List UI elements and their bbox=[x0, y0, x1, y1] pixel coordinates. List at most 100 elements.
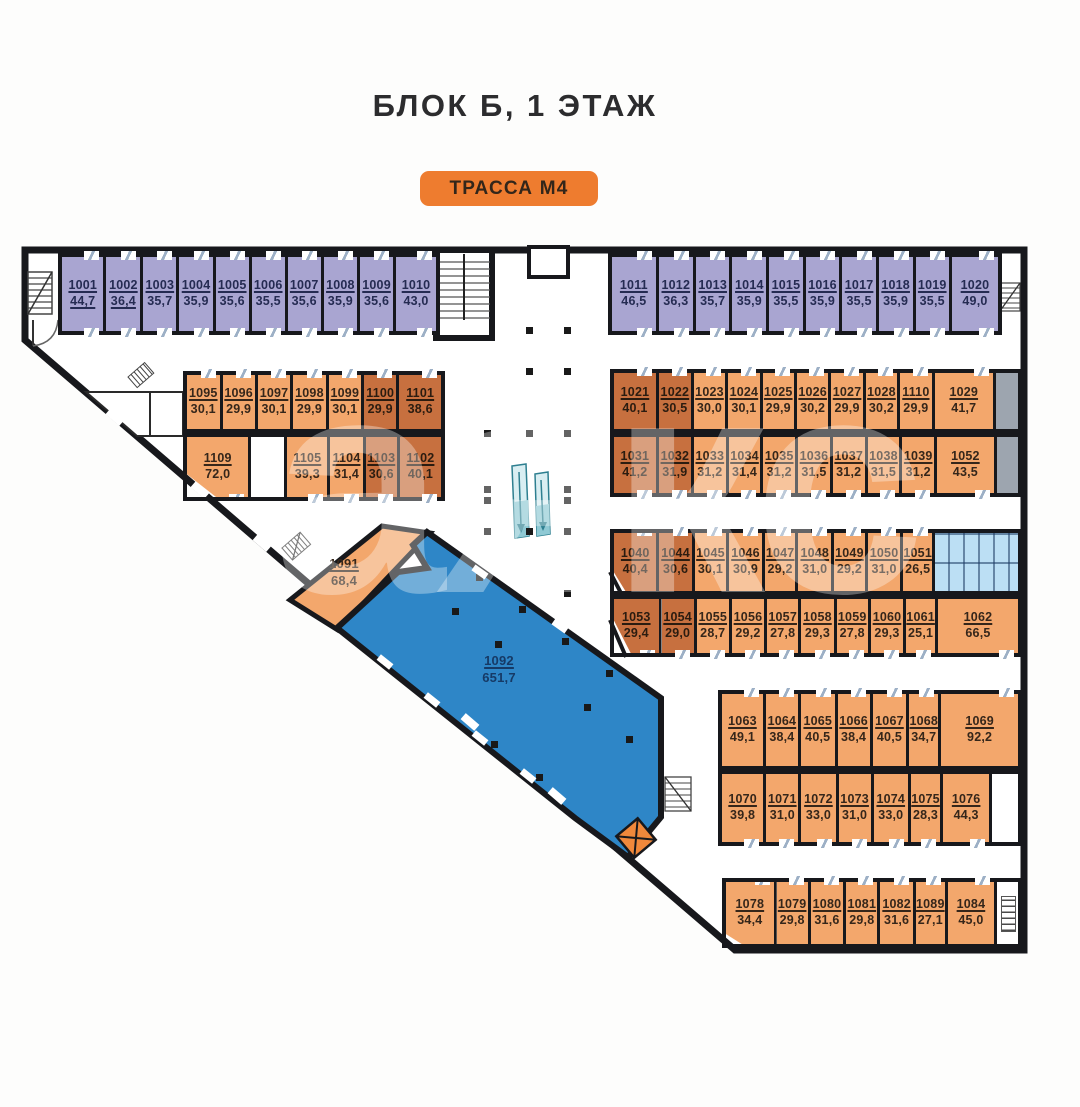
door-notch bbox=[888, 839, 904, 848]
unit-1092[interactable]: 1092 651,7 bbox=[447, 653, 551, 687]
unit-number[interactable]: 1091 bbox=[329, 556, 359, 571]
unit-1091[interactable]: 1091 68,4 bbox=[302, 556, 386, 590]
unit-number[interactable]: 1092 bbox=[484, 653, 514, 668]
white-cell bbox=[992, 774, 1018, 842]
unit-1092-shape[interactable] bbox=[332, 528, 664, 862]
door-notch bbox=[265, 328, 281, 337]
